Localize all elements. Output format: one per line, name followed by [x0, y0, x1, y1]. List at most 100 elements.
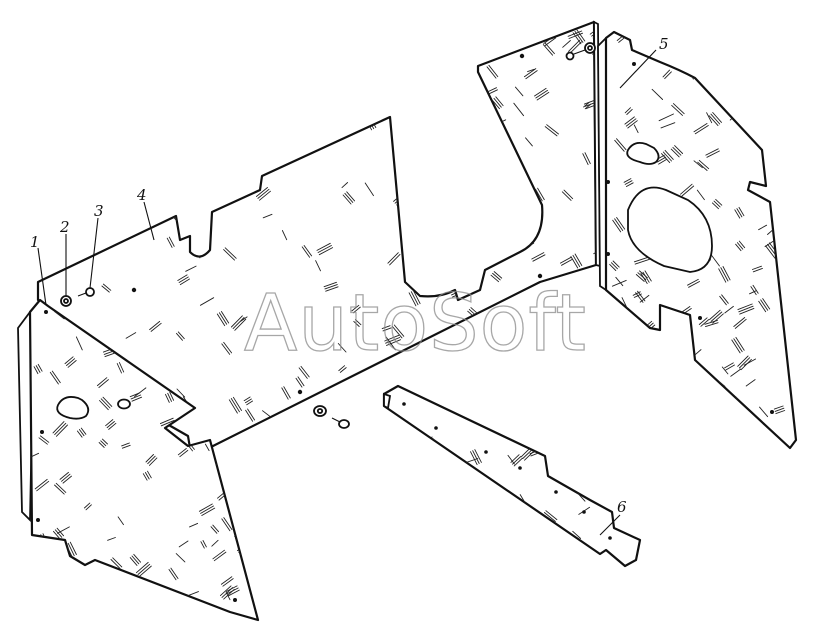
texture-stroke — [187, 591, 199, 597]
texture-stroke — [743, 411, 752, 419]
texture-stroke — [146, 31, 154, 44]
texture-stroke — [542, 422, 552, 436]
texture-stroke — [41, 115, 47, 123]
texture-stroke — [738, 206, 745, 217]
texture-stroke — [295, 377, 303, 388]
texture-stroke — [530, 404, 543, 413]
texture-stroke — [325, 286, 339, 292]
texture-stroke — [123, 39, 132, 46]
texture-stroke — [492, 272, 501, 281]
texture-stroke — [748, 99, 758, 109]
texture-stroke — [623, 178, 632, 183]
texture-stroke — [750, 286, 757, 296]
texture-stroke — [34, 478, 48, 490]
texture-stroke — [615, 276, 624, 287]
texture-stroke — [243, 148, 253, 158]
texture-stroke — [490, 386, 505, 390]
washer-right — [584, 42, 596, 54]
texture-stroke — [612, 260, 620, 268]
texture-stroke — [726, 51, 734, 58]
texture-stroke — [100, 440, 107, 447]
texture-stroke — [428, 385, 439, 393]
texture-stroke — [223, 341, 233, 354]
texture-stroke — [45, 112, 51, 120]
texture-stroke — [693, 123, 708, 133]
texture-stroke — [54, 422, 67, 436]
callout-1: 1 — [30, 233, 40, 251]
texture-stroke — [546, 551, 556, 560]
texture-stroke — [61, 473, 71, 482]
texture-stroke — [442, 192, 456, 204]
texture-stroke — [232, 396, 242, 411]
texture-stroke — [280, 144, 290, 157]
texture-stroke — [679, 373, 691, 386]
texture-stroke — [614, 139, 625, 152]
texture-stroke — [715, 198, 723, 206]
texture-stroke — [694, 125, 709, 135]
texture-stroke — [710, 311, 723, 322]
texture-stroke — [99, 400, 109, 411]
texture-stroke — [658, 158, 668, 165]
texture-stroke — [168, 569, 177, 581]
texture-stroke — [624, 180, 633, 185]
texture-stroke — [251, 563, 258, 569]
texture-stroke — [65, 543, 73, 558]
texture-stroke — [201, 507, 216, 516]
texture-stroke — [639, 382, 654, 389]
texture-stroke — [80, 133, 89, 149]
texture-stroke — [760, 62, 771, 73]
texture-stroke — [382, 327, 392, 332]
texture-stroke — [525, 70, 538, 80]
texture-stroke — [304, 111, 311, 118]
texture-stroke — [356, 83, 365, 92]
texture-stroke — [543, 548, 552, 557]
texture-stroke — [338, 75, 347, 84]
texture-stroke — [637, 272, 647, 281]
texture-stroke — [743, 358, 757, 366]
texture-stroke — [392, 376, 401, 380]
texture-stroke — [130, 394, 142, 400]
texture-stroke — [344, 192, 354, 203]
texture-stroke — [767, 243, 778, 258]
texture-stroke — [697, 161, 708, 171]
texture-stroke — [38, 437, 48, 445]
texture-stroke — [177, 117, 187, 130]
texture-stroke — [793, 67, 796, 75]
texture-stroke — [247, 408, 256, 421]
texture-stroke — [242, 147, 251, 156]
texture-stroke — [462, 386, 472, 392]
texture-stroke — [635, 349, 650, 361]
texture-stroke — [471, 371, 483, 381]
texture-stroke — [234, 318, 247, 331]
texture-stroke — [432, 473, 440, 479]
texture-stroke — [531, 402, 539, 416]
texture-stroke — [569, 41, 582, 54]
texture-stroke — [76, 430, 83, 438]
texture-stroke — [146, 119, 154, 125]
texture-stroke — [773, 405, 784, 410]
texture-stroke — [381, 325, 391, 330]
texture-stroke — [243, 396, 251, 402]
texture-stroke — [178, 276, 189, 283]
texture-stroke — [426, 381, 437, 389]
texture-stroke — [85, 504, 92, 511]
texture-stroke — [384, 334, 400, 342]
texture-stroke — [375, 420, 383, 428]
texture-stroke — [154, 121, 168, 133]
texture-stroke — [352, 17, 363, 21]
texture-stroke — [625, 182, 634, 187]
texture-stroke — [218, 312, 228, 325]
texture-stroke — [693, 160, 703, 169]
texture-stroke — [352, 22, 364, 24]
texture-stroke — [283, 386, 291, 399]
texture-stroke — [656, 156, 667, 163]
texture-stroke — [303, 245, 313, 257]
texture-stroke — [792, 180, 796, 192]
texture-stroke — [98, 379, 109, 388]
texture-stroke — [720, 267, 729, 282]
texture-stroke — [390, 79, 399, 85]
texture-stroke — [51, 592, 63, 604]
texture-stroke — [677, 406, 688, 412]
texture-stroke — [513, 457, 523, 467]
texture-stroke — [426, 198, 438, 203]
